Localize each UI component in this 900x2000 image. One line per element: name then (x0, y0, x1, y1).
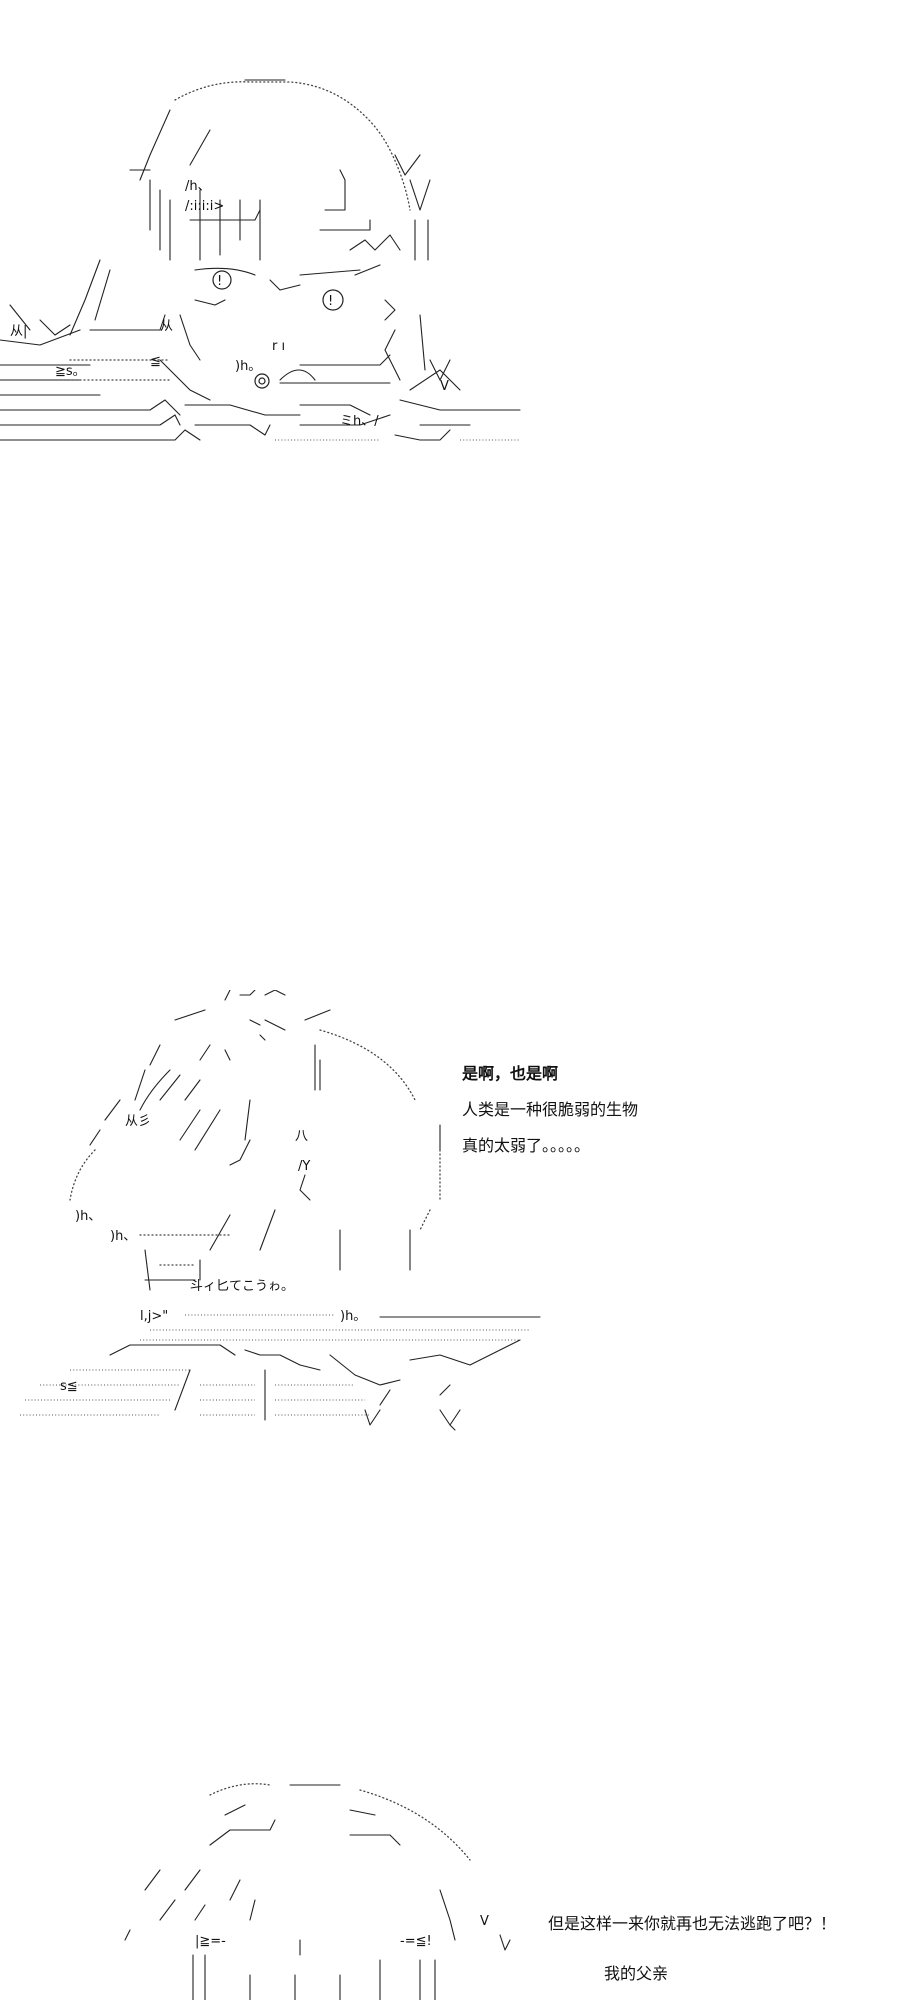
art-glyph-3: /Y (298, 1159, 310, 1174)
art-glyph-9: V (440, 379, 449, 394)
art-glyph-3: /h、 (185, 179, 211, 194)
ascii-art-girl: ! ! r ı (0, 79, 521, 441)
art-glyph-5: )h、 (110, 1229, 136, 1244)
eye-mark-left: ! (217, 274, 222, 289)
art-glyph-6: ≧s。 (55, 364, 86, 379)
art-glyph-8: )h。 (340, 1309, 366, 1324)
ascii-art-figure-head: |≧=- -=≦! V (124, 1783, 511, 2000)
art-glyph-3: V (480, 1914, 489, 1929)
art-glyph-4: )h、 (75, 1209, 101, 1224)
manga-panel-2: 从彡 八 /Y )h、 )h、 斗ィ匕てこうゎ。 l,j>" )h。 s≦ (0, 990, 900, 1470)
art-glyph-1: 从| (10, 324, 27, 339)
mouth-glyph: r ı (272, 339, 285, 354)
art-glyph-6: 斗ィ匕てこうゎ。 (190, 1279, 294, 1294)
art-glyph-5: )h。 (235, 359, 261, 374)
art-glyph-8: ミh、/ (340, 414, 379, 429)
art-glyph-2: -=≦! (400, 1934, 432, 1949)
art-glyph-9: s≦ (60, 1379, 78, 1394)
art-glyph-1: 从彡 (125, 1114, 151, 1129)
art-glyph-7: l,j>" (140, 1309, 168, 1324)
dialogue-line: 我的父亲 (604, 1964, 669, 1983)
art-glyph-4: /:i:i:i> (185, 199, 224, 214)
art-glyph-1: |≧=- (195, 1934, 226, 1949)
art-glyph-7: ≦ (150, 354, 161, 369)
art-glyph-2: 八 (295, 1129, 308, 1144)
ascii-art-crouching-figure: 从彡 八 /Y )h、 )h、 斗ィ匕てこうゎ。 l,j>" )h。 s≦ (20, 990, 541, 1431)
dialogue-line: 真的太弱了。。。。。 (462, 1136, 591, 1155)
eye-mark-right: ! (328, 294, 333, 309)
art-glyph-2: 从 (160, 319, 173, 334)
manga-panel-3: |≧=- -=≦! V 但是这样一来你就再也无法逃跑了吧？！ 我的父亲 (0, 1760, 900, 2000)
dialogue-line: 是啊，也是啊 (462, 1064, 559, 1083)
dialogue-line: 人类是一种很脆弱的生物 (462, 1100, 639, 1119)
manga-panel-1: ! ! r ı (0, 0, 900, 520)
dialogue-line: 但是这样一来你就再也无法逃跑了吧？！ (548, 1914, 837, 1933)
